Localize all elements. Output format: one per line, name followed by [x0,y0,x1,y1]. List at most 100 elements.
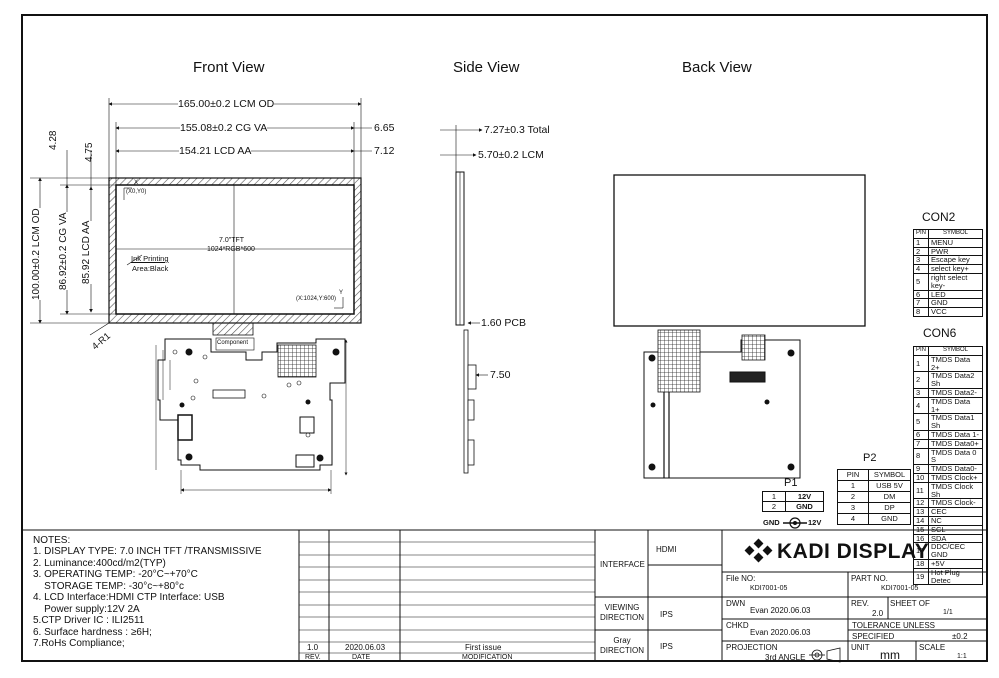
dim-lcm-od-height: 100.00±0.2 LCM OD [31,208,42,300]
projection-value: 3rd ANGLE [765,653,806,662]
p1-connector-symbol [783,517,807,529]
panel-type: 7.0"TFT [219,237,245,244]
part-no-value: KDI7001-05 [881,585,919,592]
note-line: 2. Luminance:400cd/m2(TYP) [33,557,166,569]
revision-number: 1.0 [307,643,319,652]
rev-value: 2.0 [872,609,884,618]
revision-date: 2020.06.03 [345,643,386,652]
dim-offset-428: 4.28 [48,130,59,150]
p1-pin: 2 [762,501,786,512]
gray-direction-label: Gray DIRECTION [600,636,644,655]
rev-label: REV. [851,599,869,608]
con6-pin: 10 [912,472,930,483]
con6-symbol: TMDS Clock+ [928,472,983,483]
con6-header-pin: PIN [912,346,930,356]
revision-mod: First issue [465,643,502,652]
con6-pin: 2 [912,371,930,389]
note-line: 1. DISPLAY TYPE: 7.0 INCH TFT /TRANSMISS… [33,546,262,557]
revision-header-date: DATE [352,654,371,661]
p1-12v-label: 12V [808,518,822,527]
p2-symbol: DP [868,502,911,514]
con6-pin: 5 [912,413,930,431]
con2-title: CON2 [922,210,956,224]
dim-cg-va-height: 86.92±0.2 CG VA [58,212,69,290]
side-view-title: Side View [453,59,520,76]
con2-pin: 1 [912,237,930,248]
revision-header-rev: REV. [305,654,321,661]
sheet-label: SHEET OF [890,599,930,608]
p2-symbol: USB 5V [868,480,911,492]
dim-cg-va-width: 155.08±0.2 CG VA [180,122,268,134]
kadi-logo-icon [744,538,773,563]
con6-pin: 14 [912,515,930,526]
con2-pin: 4 [912,264,930,274]
con6-pin: 4 [912,396,930,415]
dwn-value: Evan 2020.06.03 [750,606,811,615]
dwn-label: DWN [726,599,746,608]
p1-symbol: GND [785,501,824,512]
front-view [30,98,372,494]
con6-symbol: TMDS Data1 Sh [928,413,983,431]
note-line: 4. LCD Interface:HDMI CTP Interface: USB [33,592,225,603]
sheet-value: 1/1 [943,609,953,616]
flex-cable [212,322,254,336]
dim-lcm-thickness: 5.70±0.2 LCM [478,149,544,161]
con6-symbol: TMDS Data 0 S [928,447,983,466]
revision-header-mod: MODIFICATION [462,654,513,661]
con2-symbol: MENU [928,237,983,248]
note-line: 7.RoHs Compliance; [33,638,125,649]
p1-title: P1 [784,477,798,489]
dim-connector-height: 7.50 [490,369,511,381]
p2-pin: 1 [837,480,869,492]
con6-symbol: SDA [928,533,983,544]
con6-symbol: +5V [928,558,983,569]
note-line: STORAGE TEMP: -30°c~+80°c [33,580,185,592]
con6-pin: 6 [912,429,930,440]
drawing-frame [21,14,988,662]
p1-gnd-label: GND [763,518,780,527]
con6-symbol: SCL [928,524,983,535]
p2-pin: 4 [837,513,869,525]
note-line: 3. OPERATING TEMP: -20°C~+70°C [33,569,198,580]
p1-symbol: 12V [785,491,824,502]
end-coord: (X:1024,Y:600) [296,296,337,302]
viewing-direction-label: VIEWING DIRECTION [600,603,644,622]
tolerance-value: ±0.2 [952,632,968,641]
component-label: Component [217,340,249,346]
con6-pin: 1 [912,354,930,373]
panel-resolution: 1024*RGB*600 [207,246,255,253]
con6-symbol: TMDS Data2 Sh [928,371,983,389]
con6-symbol: TMDS Data0+ [928,438,983,449]
ink-printing-label: Ink Printing [131,254,169,263]
p1-pin: 1 [762,491,786,502]
p2-symbol: DM [868,491,911,503]
chkd-label: CHKD [726,621,749,630]
side-view [440,125,488,474]
con2-pin: 8 [912,307,930,317]
con6-symbol: TMDS Data2- [928,387,983,398]
third-angle-projection-icon [809,647,841,663]
gray-direction-value: IPS [660,642,673,651]
interface-label: INTERFACE [600,560,645,569]
con6-pin: 16 [912,533,930,544]
tolerance-label-2: SPECIFIED [852,632,895,641]
tolerance-label: TOLERANCE UNLESS [852,621,935,630]
con6-pin: 3 [912,387,930,398]
scale-label: SCALE [919,643,946,652]
dim-offset-712: 7.12 [374,145,395,157]
con6-symbol: TMDS Data 1- [928,429,983,440]
chkd-value: Evan 2020.06.03 [750,628,811,637]
p2-header-symbol: SYMBOL [868,469,911,481]
title-block-grid [21,529,988,662]
dim-pcb-thickness: 1.60 PCB [481,317,526,329]
back-view [613,174,866,479]
ink-area-label: Area:Black [132,264,169,273]
file-no-value: KDI7001-05 [750,585,788,592]
note-line: 5.CTP Driver IC : ILI2511 [33,615,145,626]
hdmi-connector [277,344,317,378]
active-area [115,184,355,315]
dim-lcd-aa-width: 154.21 LCD AA [179,145,252,157]
origin-coord: (X0,Y0) [126,189,147,195]
